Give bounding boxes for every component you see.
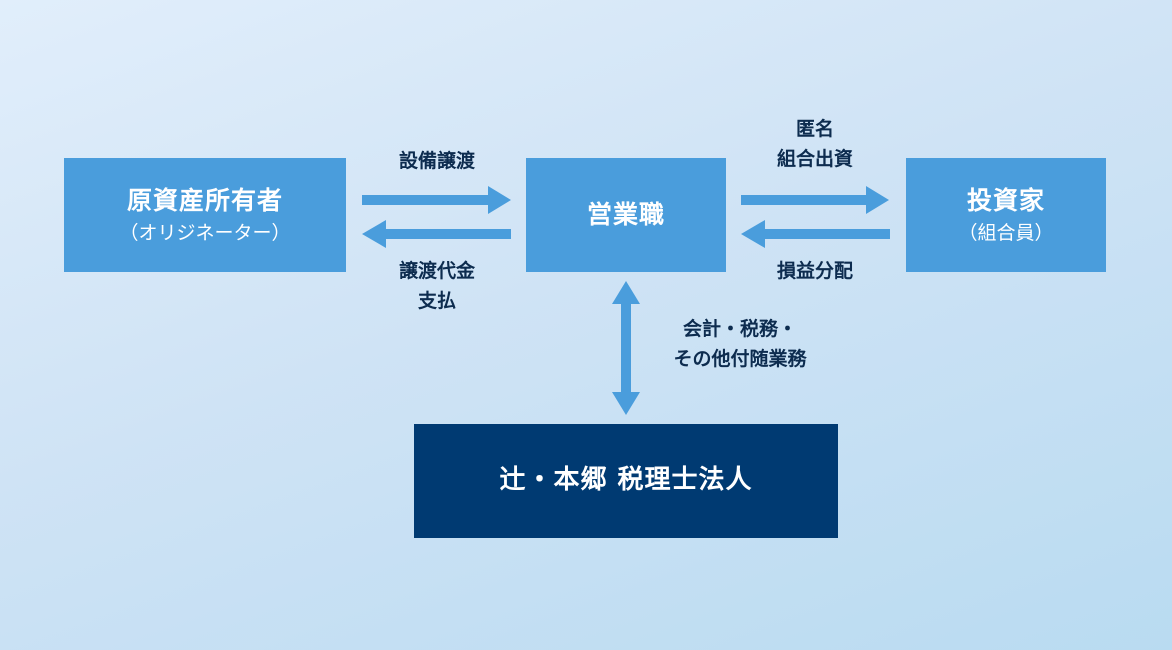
- firm-box: 辻・本郷 税理士法人: [414, 424, 838, 538]
- label-services: 会計・税務・ その他付随業務: [640, 314, 840, 374]
- label-anonymous-investment-line2: 組合出資: [776, 148, 853, 170]
- label-transfer-payment-line2: 支払: [417, 290, 456, 312]
- label-anonymous-investment-line1: 匿名: [795, 118, 834, 140]
- arrow-profit-distribution: [741, 220, 890, 248]
- sales-title: 営業職: [586, 200, 665, 229]
- label-equipment-transfer-line1: 設備譲渡: [398, 150, 475, 172]
- label-profit-distribution-line1: 損益分配: [776, 260, 853, 282]
- sales-box: 営業職: [526, 158, 726, 272]
- investor-box: 投資家 （組合員）: [906, 158, 1106, 272]
- arrow-transfer-payment: [362, 220, 511, 248]
- firm-title: 辻・本郷 税理士法人: [499, 465, 753, 496]
- arrow-equipment-transfer: [362, 186, 511, 214]
- originator-title: 原資産所有者: [126, 185, 283, 215]
- label-transfer-payment-line1: 譲渡代金: [398, 260, 475, 282]
- investor-subtitle: （組合員）: [958, 221, 1054, 244]
- originator-subtitle: （オリジネーター）: [119, 221, 291, 244]
- label-equipment-transfer: 設備譲渡: [356, 146, 518, 176]
- label-profit-distribution: 損益分配: [734, 256, 896, 286]
- arrow-services: [612, 281, 640, 415]
- arrow-anonymous-investment: [741, 186, 889, 214]
- label-anonymous-investment: 匿名 組合出資: [734, 114, 896, 174]
- label-services-line2: その他付随業務: [673, 348, 807, 370]
- originator-box: 原資産所有者 （オリジネーター）: [64, 158, 346, 272]
- label-services-line1: 会計・税務・: [682, 318, 797, 340]
- label-transfer-payment: 譲渡代金 支払: [356, 256, 518, 316]
- investor-title: 投資家: [966, 185, 1045, 215]
